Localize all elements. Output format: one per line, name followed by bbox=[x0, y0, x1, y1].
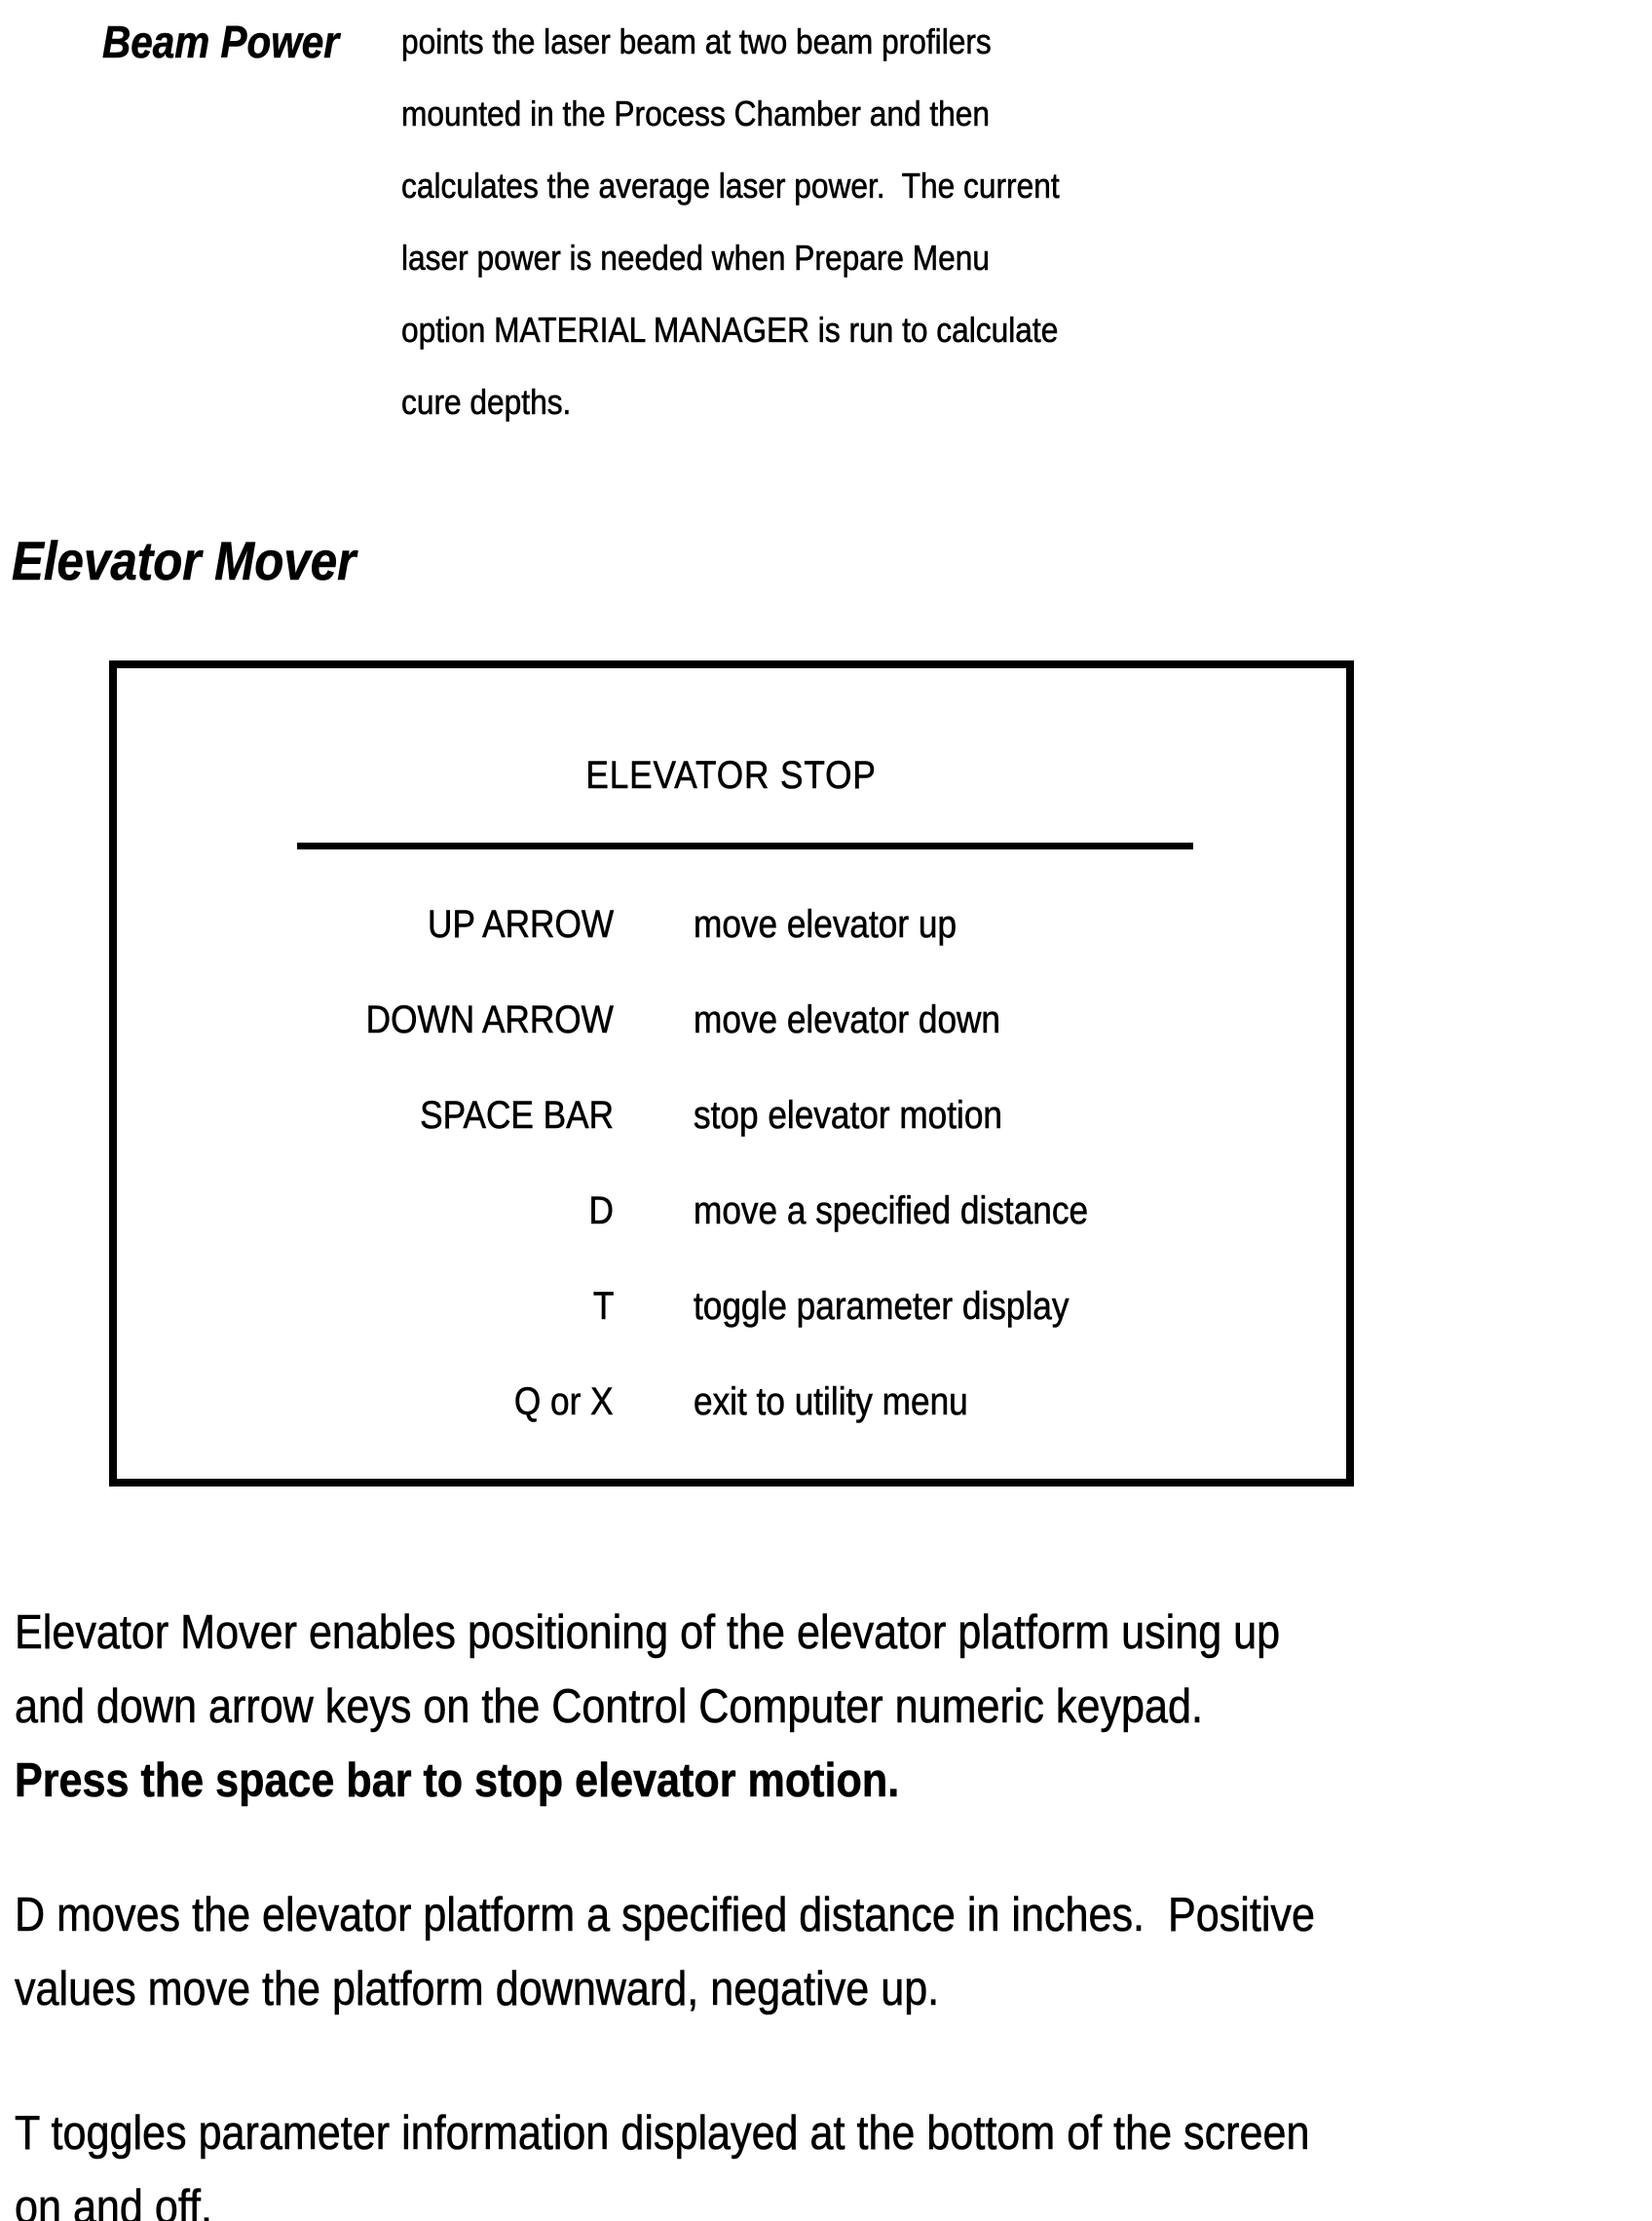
key-label: D bbox=[588, 1188, 614, 1232]
elevator-stop-panel: ELEVATOR STOP UP ARROW move elevator up … bbox=[109, 660, 1354, 1487]
key-command-row: UP ARROW move elevator up bbox=[117, 877, 1346, 972]
paragraph-line: Elevator Mover enables positioning of th… bbox=[15, 1606, 1281, 1660]
key-label: Q or X bbox=[514, 1379, 614, 1423]
section-heading-text: Elevator Mover bbox=[12, 530, 357, 592]
key-action: move elevator down bbox=[694, 998, 1001, 1041]
emphasized-line: Press the space bar to stop elevator mot… bbox=[15, 1754, 900, 1808]
paragraph-elevator-mover: Elevator Mover enables positioning of th… bbox=[15, 1596, 1452, 1818]
key-label: T bbox=[592, 1284, 614, 1328]
definition-line: points the laser beam at two beam profil… bbox=[401, 21, 992, 62]
key-command-row: T toggle parameter display bbox=[117, 1259, 1346, 1354]
key-command-row: D move a specified distance bbox=[117, 1163, 1346, 1259]
key-command-row: SPACE BAR stop elevator motion bbox=[117, 1068, 1346, 1163]
definition-term: Beam Power bbox=[102, 16, 371, 68]
paragraph-line: D moves the elevator platform a specifie… bbox=[15, 1889, 1316, 1942]
paragraph-line: and down arrow keys on the Control Compu… bbox=[15, 1680, 1203, 1734]
key-action: exit to utility menu bbox=[694, 1379, 968, 1423]
key-label: UP ARROW bbox=[427, 902, 615, 946]
key-command-row: DOWN ARROW move elevator down bbox=[117, 972, 1346, 1068]
section-heading: Elevator Mover bbox=[12, 529, 403, 592]
definition-line: mounted in the Process Chamber and then bbox=[401, 94, 991, 134]
key-action: move a specified distance bbox=[694, 1188, 1089, 1232]
key-action: toggle parameter display bbox=[694, 1284, 1070, 1328]
paragraph-d-command: D moves the elevator platform a specifie… bbox=[15, 1878, 1492, 2026]
key-command-row: Q or X exit to utility menu bbox=[117, 1354, 1346, 1449]
key-action: move elevator up bbox=[694, 902, 957, 946]
definition-description: points the laser beam at two beam profil… bbox=[401, 6, 1149, 438]
definition-line: cure depths. bbox=[401, 382, 572, 423]
paragraph-t-command: T toggles parameter information displaye… bbox=[15, 2096, 1486, 2221]
panel-title-text: ELEVATOR STOP bbox=[585, 754, 878, 798]
definition-line: calculates the average laser power. The … bbox=[401, 166, 1060, 207]
paragraph-line: values move the platform downward, negat… bbox=[15, 1963, 940, 2016]
panel-title: ELEVATOR STOP bbox=[117, 754, 1346, 798]
definition-term-text: Beam Power bbox=[102, 17, 340, 68]
key-command-table: UP ARROW move elevator up DOWN ARROW mov… bbox=[117, 877, 1346, 1449]
key-action: stop elevator motion bbox=[694, 1093, 1003, 1137]
definition-line: laser power is needed when Prepare Menu bbox=[401, 238, 991, 279]
paragraph-line: T toggles parameter information displaye… bbox=[15, 2107, 1310, 2161]
key-label: SPACE BAR bbox=[420, 1093, 614, 1137]
paragraph-line: on and off. bbox=[15, 2181, 213, 2221]
panel-divider bbox=[297, 843, 1193, 849]
definition-line: option MATERIAL MANAGER is run to calcul… bbox=[401, 310, 1059, 351]
key-label: DOWN ARROW bbox=[365, 998, 615, 1041]
